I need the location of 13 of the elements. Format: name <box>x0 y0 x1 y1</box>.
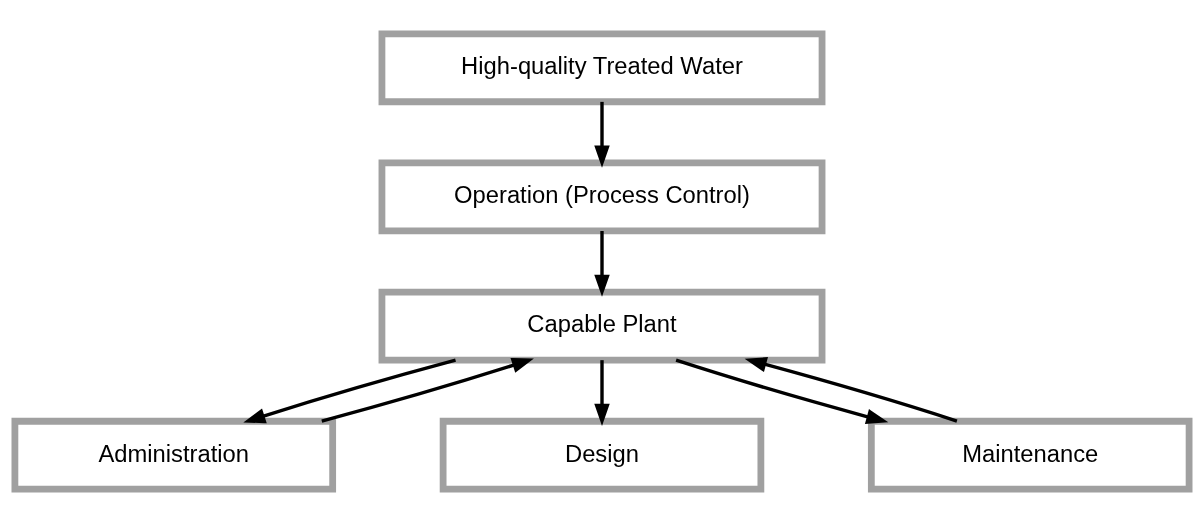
node-box: Operation (Process Control) <box>378 159 826 234</box>
arrow <box>594 101 610 168</box>
node-box: Maintenance <box>867 417 1193 493</box>
arrow <box>744 356 958 423</box>
arrow <box>321 357 534 423</box>
node-box: Design <box>439 417 765 493</box>
arrow <box>594 230 610 297</box>
arrow <box>594 359 610 426</box>
node-box: Capable Plant <box>378 288 826 363</box>
node-box: Administration <box>11 417 337 493</box>
arrow <box>243 358 456 423</box>
node-box: High-quality Treated Water <box>378 29 826 105</box>
arrow <box>675 358 889 424</box>
